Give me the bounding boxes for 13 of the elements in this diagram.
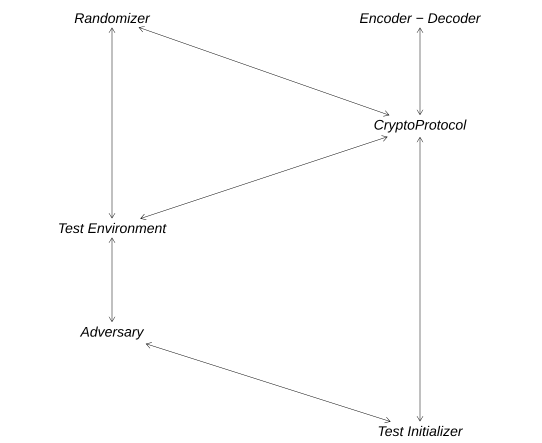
node-label: Adversary bbox=[80, 326, 144, 340]
node-label: Test Environment bbox=[59, 222, 167, 234]
node-label: Test Initializer bbox=[378, 426, 463, 436]
arrow bbox=[138, 26, 390, 117]
arrow bbox=[108, 238, 116, 322]
arrow bbox=[108, 28, 116, 218]
arrow bbox=[416, 28, 424, 116]
node-label: Randomizer bbox=[74, 12, 150, 24]
arrow bbox=[140, 135, 388, 220]
arrow bbox=[146, 342, 390, 424]
node-label: CryptoProtocol bbox=[374, 119, 467, 132]
node-label: Encoder − Decoder bbox=[360, 12, 481, 24]
arrow bbox=[416, 136, 424, 422]
